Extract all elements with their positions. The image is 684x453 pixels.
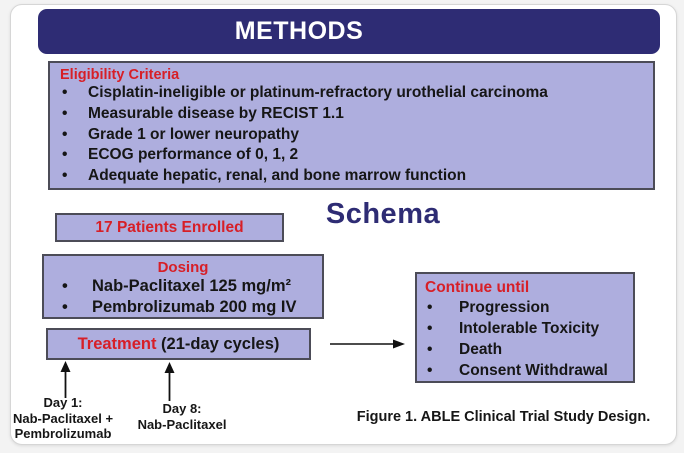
day1-label: Day 1: Nab-Paclitaxel + Pembrolizumab [5, 395, 121, 442]
treatment-label: Treatment [77, 334, 157, 353]
dosing-title: Dosing [157, 259, 209, 276]
treatment-cycles-label: (21-day cycles) [156, 334, 280, 353]
dosing-list: Nab-Paclitaxel 125 mg/m² Pembrolizumab 2… [44, 276, 322, 318]
day8-line: Day 8: [162, 401, 202, 416]
eligibility-title: Eligibility Criteria [60, 67, 180, 83]
day8-label: Day 8: Nab-Paclitaxel [126, 401, 238, 432]
figure-caption: Figure 1. ABLE Clinical Trial Study Desi… [356, 409, 651, 425]
enrolled-label: 17 Patients Enrolled [95, 218, 244, 236]
continue-until-title: Continue until [425, 279, 530, 296]
day8-up-arrow-icon [163, 362, 176, 401]
eligibility-item: Grade 1 or lower neuropathy [60, 125, 643, 146]
dosing-item: Nab-Paclitaxel 125 mg/m² [44, 276, 322, 297]
continue-until-item: Intolerable Toxicity [425, 318, 625, 339]
continue-until-list: Progression Intolerable Toxicity Death C… [425, 297, 625, 381]
eligibility-box: Eligibility Criteria Cisplatin-ineligibl… [48, 61, 655, 190]
dosing-item: Pembrolizumab 200 mg IV [44, 297, 322, 318]
eligibility-list: Cisplatin-ineligible or platinum-refract… [60, 83, 643, 187]
eligibility-item: ECOG performance of 0, 1, 2 [60, 145, 643, 166]
day1-line: Pembrolizumab [14, 426, 112, 441]
dosing-box: Dosing Nab-Paclitaxel 125 mg/m² Pembroli… [42, 254, 324, 319]
methods-title: METHODS [234, 17, 364, 45]
continue-until-item: Consent Withdrawal [425, 360, 625, 381]
schema-title: Schema [325, 198, 441, 230]
day1-line: Nab-Paclitaxel + [12, 410, 114, 426]
methods-header: METHODS [38, 9, 660, 54]
continue-until-item: Death [425, 339, 625, 360]
eligibility-item: Cisplatin-ineligible or platinum-refract… [60, 83, 643, 104]
continue-until-item: Progression [425, 297, 625, 318]
eligibility-item: Measurable disease by RECIST 1.1 [60, 104, 643, 125]
flow-arrow-right-icon [330, 337, 406, 351]
day1-line: Day 1: [43, 395, 83, 410]
enrolled-box: 17 Patients Enrolled [55, 213, 284, 242]
day1-up-arrow-icon [59, 361, 72, 398]
eligibility-item: Adequate hepatic, renal, and bone marrow… [60, 166, 643, 187]
day8-line: Nab-Paclitaxel [137, 416, 227, 432]
treatment-box: Treatment (21-day cycles) [46, 328, 311, 360]
continue-until-box: Continue until Progression Intolerable T… [415, 272, 635, 383]
